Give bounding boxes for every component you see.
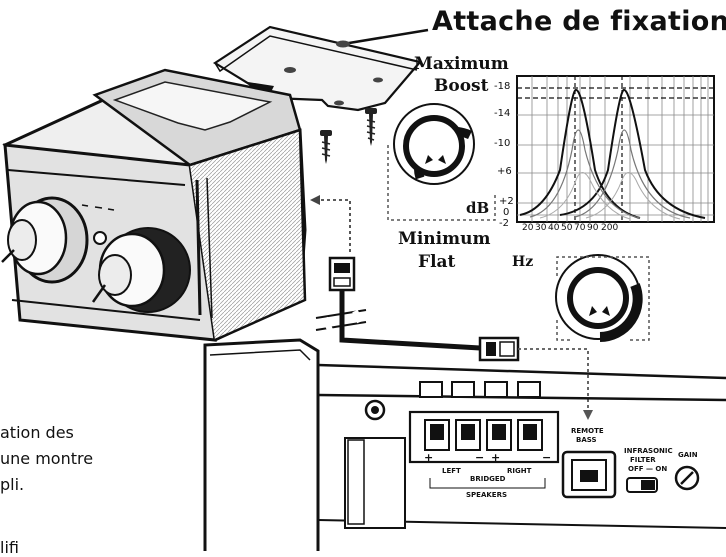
plus-sign: +: [491, 451, 501, 464]
right-label: RIGHT: [507, 467, 532, 475]
gain-label: GAIN: [678, 451, 698, 459]
caption-line: une montre: [0, 449, 94, 468]
caption-line: ation des: [0, 423, 74, 442]
y-tick: -18: [494, 81, 511, 92]
caption-line: pli.: [0, 475, 25, 494]
x-tick: 200: [601, 223, 619, 233]
minus-sign: −: [475, 451, 485, 464]
x-tick: 40: [548, 223, 560, 233]
remote-control-unit: [1, 68, 307, 342]
x-tick: 50: [561, 223, 573, 233]
minus-sign: −: [542, 451, 552, 464]
speakers-label: SPEAKERS: [466, 491, 508, 499]
callout-leader-line: [342, 28, 429, 46]
x-unit-label: Hz: [512, 254, 534, 270]
left-label: LEFT: [442, 467, 461, 475]
knob-min-label: Minimum: [398, 229, 491, 249]
x-tick: 20: [522, 223, 534, 233]
y-tick: 0: [503, 207, 510, 218]
screws: [320, 108, 377, 164]
amplifier-unit: [203, 338, 726, 551]
knob-flat-label: Flat: [418, 252, 456, 272]
knob-boost-label: Boost: [434, 76, 489, 96]
knob-unit-label: dB: [466, 199, 490, 217]
x-tick: 70: [574, 223, 586, 233]
x-tick: 90: [587, 223, 599, 233]
y-tick: -10: [494, 138, 511, 149]
filter-label: FILTER: [630, 456, 656, 464]
off-on-label: OFF — ON: [628, 465, 668, 473]
remote-bass-label: BASS: [576, 436, 597, 444]
infrasonic-label: INFRASONIC: [624, 447, 673, 455]
x-tick: 30: [535, 223, 547, 233]
knob-max-label: Maximum: [414, 54, 509, 74]
frequency-response-graph: [516, 75, 715, 223]
plus-sign: +: [424, 451, 434, 464]
callout-label: Attache de fixation: [432, 6, 726, 37]
boost-knob-dial: [387, 103, 496, 221]
y-tick: +2: [499, 196, 514, 207]
y-tick: -2: [499, 218, 509, 229]
dotted-leader-remote: [315, 199, 351, 255]
y-tick: +6: [497, 166, 512, 177]
caption-line: lifi: [0, 538, 19, 557]
remote-cable: [315, 256, 593, 420]
remote-bass-label: REMOTE: [571, 427, 604, 435]
y-tick: -14: [494, 108, 511, 119]
bridged-label: BRIDGED: [470, 475, 506, 483]
frequency-knob-dial: [555, 254, 650, 342]
